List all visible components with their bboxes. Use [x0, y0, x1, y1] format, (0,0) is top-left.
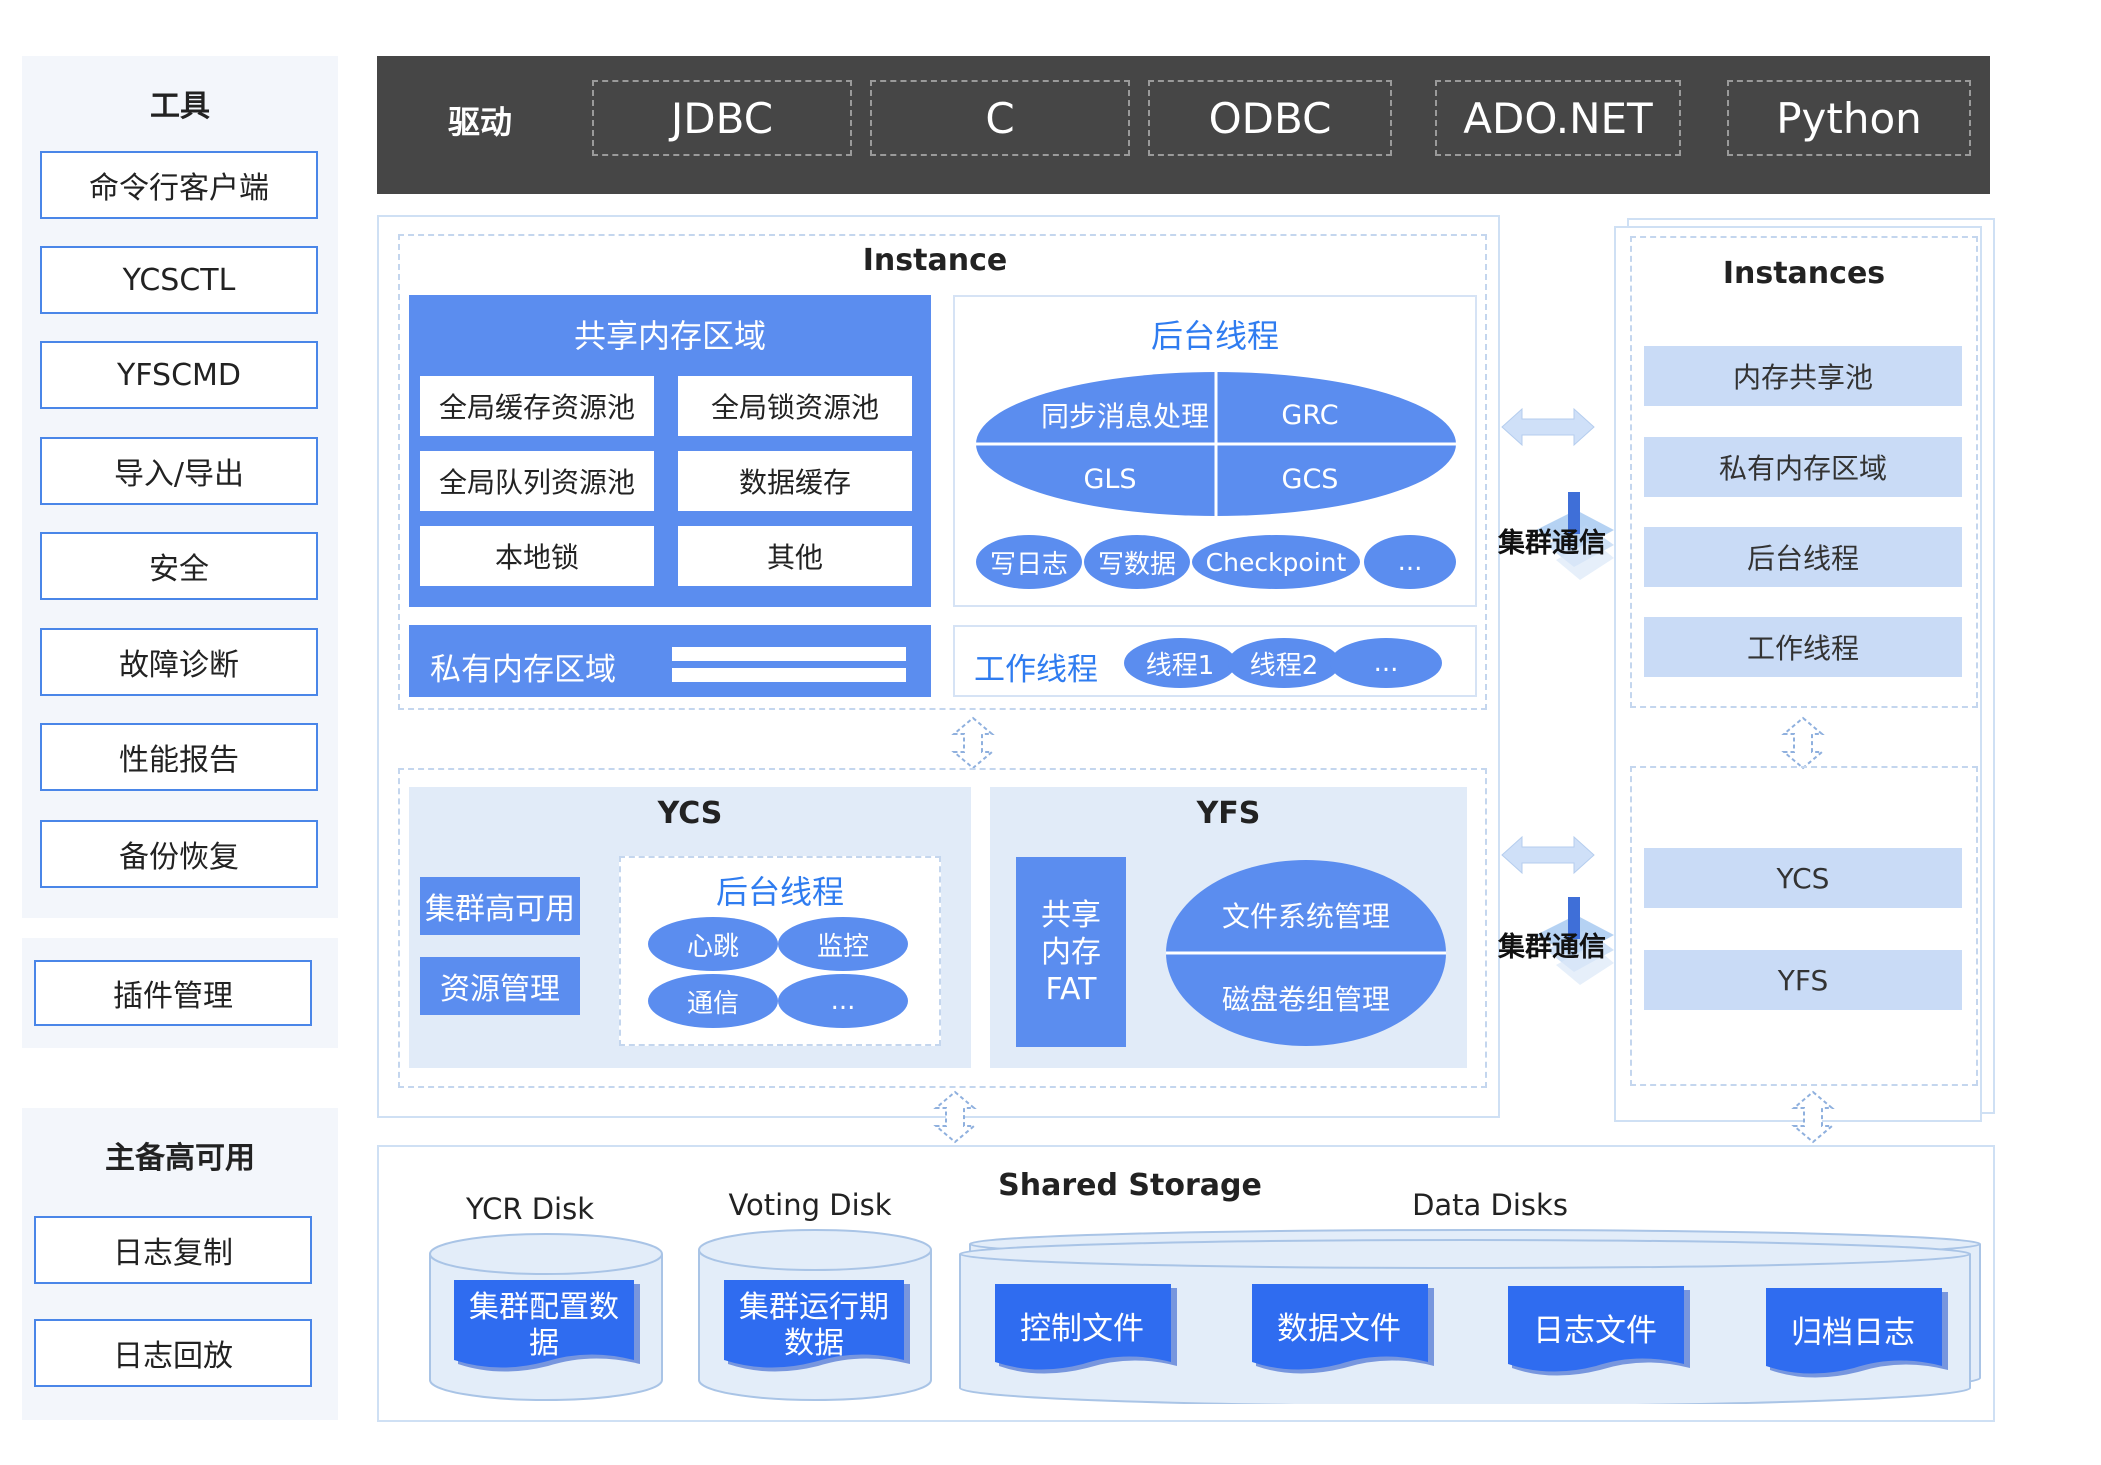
data-file-archive-log: 归档日志	[1791, 1314, 1915, 1351]
worker-pill-more: ...	[1330, 638, 1442, 688]
ycs-background-title: 后台线程	[715, 873, 844, 911]
vertical-arrow-storage-right	[1791, 1090, 1835, 1144]
driver-c[interactable]: C	[870, 80, 1130, 156]
cluster-arrow-upper	[1501, 407, 1595, 447]
ha-log-replication[interactable]: 日志复制	[34, 1216, 312, 1284]
ycs-title: YCS	[657, 795, 723, 831]
instances-ycs: YCS	[1644, 848, 1962, 908]
private-memory-title: 私有内存区域	[430, 652, 616, 688]
ha-log-replay[interactable]: 日志回放	[34, 1319, 312, 1387]
driver-python[interactable]: Python	[1727, 80, 1971, 156]
bg-pill-write-log: 写日志	[976, 535, 1082, 589]
private-memory-bar-2	[672, 668, 906, 682]
shared-mem-global-cache-pool: 全局缓存资源池	[420, 376, 654, 436]
bg-pill-more: ...	[1364, 535, 1456, 589]
bg-gcs: GCS	[1281, 463, 1339, 495]
driver-bar	[377, 56, 1990, 194]
ycr-disk-doc-shape	[454, 1280, 640, 1372]
instances-worker-threads: 工作线程	[1644, 617, 1962, 677]
instance-title: Instance	[862, 242, 1008, 278]
ycs-pill-communication: 通信	[648, 974, 778, 1028]
shared-storage-title: Shared Storage	[998, 1167, 1262, 1203]
tools-title: 工具	[150, 89, 210, 124]
data-disks-cylinder	[959, 1229, 1981, 1404]
instance-inner-frame	[398, 234, 1487, 710]
data-file-control: 控制文件	[1020, 1310, 1144, 1347]
worker-pill-thread2: 线程2	[1228, 638, 1340, 688]
ycs-pill-monitor: 监控	[778, 917, 908, 971]
instances-title: Instances	[1722, 255, 1886, 291]
shared-memory-title: 共享内存区域	[573, 317, 766, 355]
bg-gls: GLS	[1083, 463, 1137, 495]
cluster-comm-label-lower: 集群通信	[1498, 931, 1606, 963]
driver-title: 驱动	[447, 103, 512, 141]
worker-pill-thread1: 线程1	[1124, 638, 1236, 688]
vertical-arrow-storage-left	[933, 1090, 977, 1144]
worker-threads-title: 工作线程	[974, 652, 1098, 688]
data-file-control-shape	[995, 1284, 1177, 1374]
bg-pill-checkpoint: Checkpoint	[1192, 535, 1360, 589]
data-file-log: 日志文件	[1533, 1312, 1657, 1349]
tool-backup-restore[interactable]: 备份恢复	[40, 820, 318, 888]
private-memory-bar-1	[672, 647, 906, 661]
tool-command-line-client[interactable]: 命令行客户端	[40, 151, 318, 219]
tool-security[interactable]: 安全	[40, 532, 318, 600]
data-disks-label: Data Disks	[1412, 1188, 1568, 1222]
yfs-shared-memory-fat: 共享 内存 FAT	[1016, 857, 1126, 1047]
ycs-resource-management: 资源管理	[420, 957, 580, 1015]
bg-pill-write-data: 写数据	[1084, 535, 1190, 589]
tool-import-export[interactable]: 导入/导出	[40, 437, 318, 505]
cluster-arrow-lower	[1501, 835, 1595, 875]
tool-fault-diagnosis[interactable]: 故障诊断	[40, 628, 318, 696]
ycs-pill-more: ...	[778, 974, 908, 1028]
background-threads-title: 后台线程	[1150, 317, 1279, 355]
bg-sync-message: 同步消息处理	[1040, 400, 1209, 433]
instances-shared-pool: 内存共享池	[1644, 346, 1962, 406]
instances-yfs: YFS	[1644, 950, 1962, 1010]
tool-performance-report[interactable]: 性能报告	[40, 723, 318, 791]
shared-mem-data-cache: 数据缓存	[678, 451, 912, 511]
yfs-ellipse	[1166, 860, 1446, 1046]
instances-lower-frame	[1630, 766, 1978, 1086]
instances-background-threads: 后台线程	[1644, 527, 1962, 587]
instances-private-memory: 私有内存区域	[1644, 437, 1962, 497]
background-threads-ellipse	[976, 372, 1456, 516]
voting-disk-content: 集群运行期 数据	[739, 1290, 889, 1361]
data-file-data: 数据文件	[1277, 1310, 1401, 1347]
shared-mem-global-queue-pool: 全局队列资源池	[420, 451, 654, 511]
bg-grc: GRC	[1281, 399, 1339, 431]
ha-title: 主备高可用	[105, 1141, 255, 1176]
voting-disk-doc-shape	[724, 1280, 910, 1372]
yfs-title: YFS	[1196, 795, 1261, 831]
yfs-filesystem-management: 文件系统管理	[1221, 900, 1390, 933]
voting-disk-label: Voting Disk	[728, 1188, 892, 1222]
shared-mem-global-lock-pool: 全局锁资源池	[678, 376, 912, 436]
vertical-arrow-instances	[1781, 716, 1825, 770]
cluster-comm-icon-lower	[1536, 897, 1614, 985]
shared-mem-other: 其他	[678, 526, 912, 586]
vertical-arrow-instance	[951, 716, 995, 770]
driver-adonet[interactable]: ADO.NET	[1435, 80, 1681, 156]
ycs-cluster-ha: 集群高可用	[420, 877, 580, 935]
shared-mem-local-lock: 本地锁	[420, 526, 654, 586]
instances-upper-frame	[1630, 236, 1978, 708]
ycr-disk-label: YCR Disk	[465, 1192, 595, 1226]
ycs-yfs-frame	[398, 768, 1487, 1088]
data-file-log-shape	[1508, 1286, 1690, 1376]
tool-ycsctl[interactable]: YCSCTL	[40, 246, 318, 314]
driver-jdbc[interactable]: JDBC	[592, 80, 852, 156]
plugin-management-button[interactable]: 插件管理	[34, 960, 312, 1026]
cluster-comm-icon-upper	[1536, 492, 1614, 580]
yfs-disk-volume-management: 磁盘卷组管理	[1221, 983, 1390, 1016]
driver-odbc[interactable]: ODBC	[1148, 80, 1392, 156]
ycs-pill-heartbeat: 心跳	[648, 917, 778, 971]
data-file-archive-shape	[1766, 1288, 1948, 1378]
data-file-data-shape	[1252, 1284, 1434, 1374]
tool-yfscmd[interactable]: YFSCMD	[40, 341, 318, 409]
ycr-disk-content: 集群配置数 据	[469, 1290, 619, 1361]
cluster-comm-label-upper: 集群通信	[1498, 527, 1606, 559]
private-memory-region	[409, 625, 931, 697]
